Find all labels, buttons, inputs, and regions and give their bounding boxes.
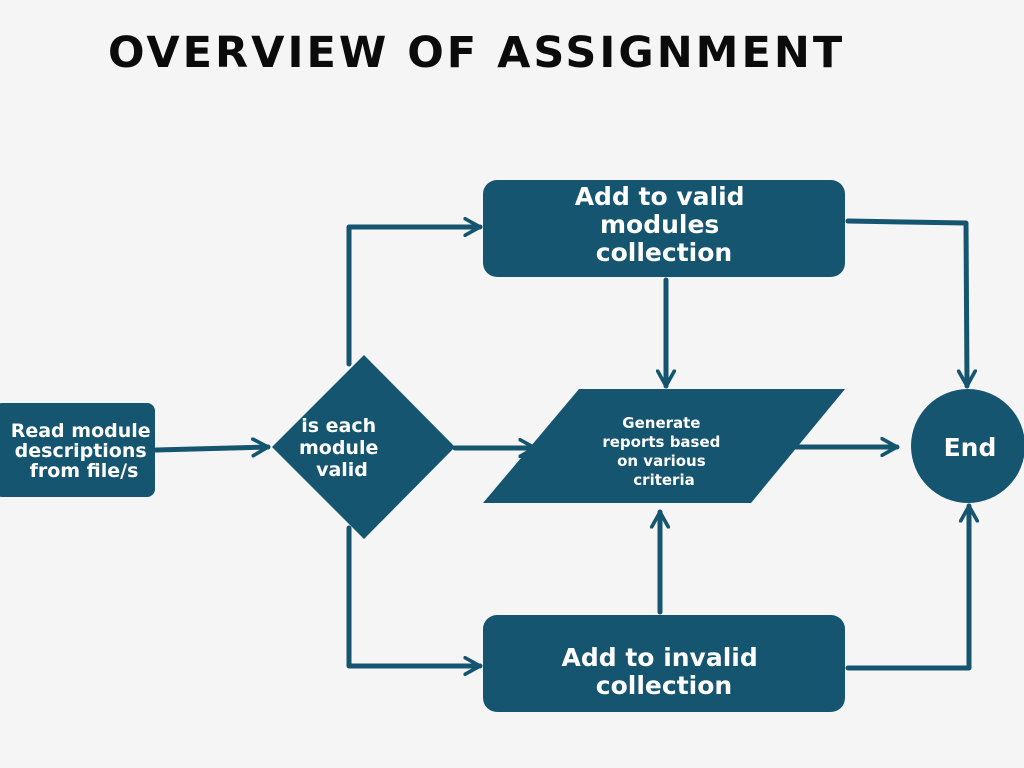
reports-line: Generate [622,414,700,432]
end-line: End [944,433,997,462]
valid-collection-box [483,180,845,277]
edge-read-to-decision [153,447,271,450]
read-module-label: Read module descriptions from file/s [11,420,158,482]
decision-line: is each [301,415,376,437]
node-invalid-collection: Add to invalid collection [483,615,845,712]
node-valid-collection: Add to valid modules collection [483,180,845,277]
node-read-module: Read module descriptions from file/s [0,403,158,497]
decision-diamond [272,355,455,539]
node-end: End [911,389,1024,503]
read-module-line: Read module [11,420,151,442]
decision-line: valid [316,459,368,481]
valid-collection-line: Add to valid [575,182,745,211]
invalid-collection-box [483,615,845,712]
read-module-line: from file/s [30,460,139,482]
edge-invalid-to-end [845,503,969,671]
end-circle [911,389,1024,503]
decision-label: is each module valid [299,415,385,481]
read-module-box [0,403,155,497]
valid-collection-line: modules [600,210,719,239]
flow-edges [153,218,969,671]
invalid-collection-line: Add to invalid [562,643,758,672]
read-module-line: descriptions [15,440,147,462]
edge-valid-to-end [845,218,967,389]
page-title: OVERVIEW OF ASSIGNMENT [108,28,846,78]
node-generate-reports: Generate reports based on various criter… [483,389,845,503]
reports-line: reports based [602,433,720,451]
reports-line: on various [617,452,706,470]
node-decision: is each module valid [272,355,455,539]
valid-collection-label: Add to valid modules collection [575,182,754,267]
reports-parallelogram [483,389,845,503]
edge-decision-to-valid [346,227,483,367]
reports-label: Generate reports based on various criter… [602,414,725,489]
decision-line: module [299,437,378,459]
reports-line: criteria [633,471,694,489]
invalid-collection-line: collection [596,671,732,700]
invalid-collection-label: Add to invalid collection [562,643,767,700]
valid-collection-line: collection [596,238,732,267]
edge-decision-to-invalid [346,525,483,666]
end-label: End [944,433,997,462]
